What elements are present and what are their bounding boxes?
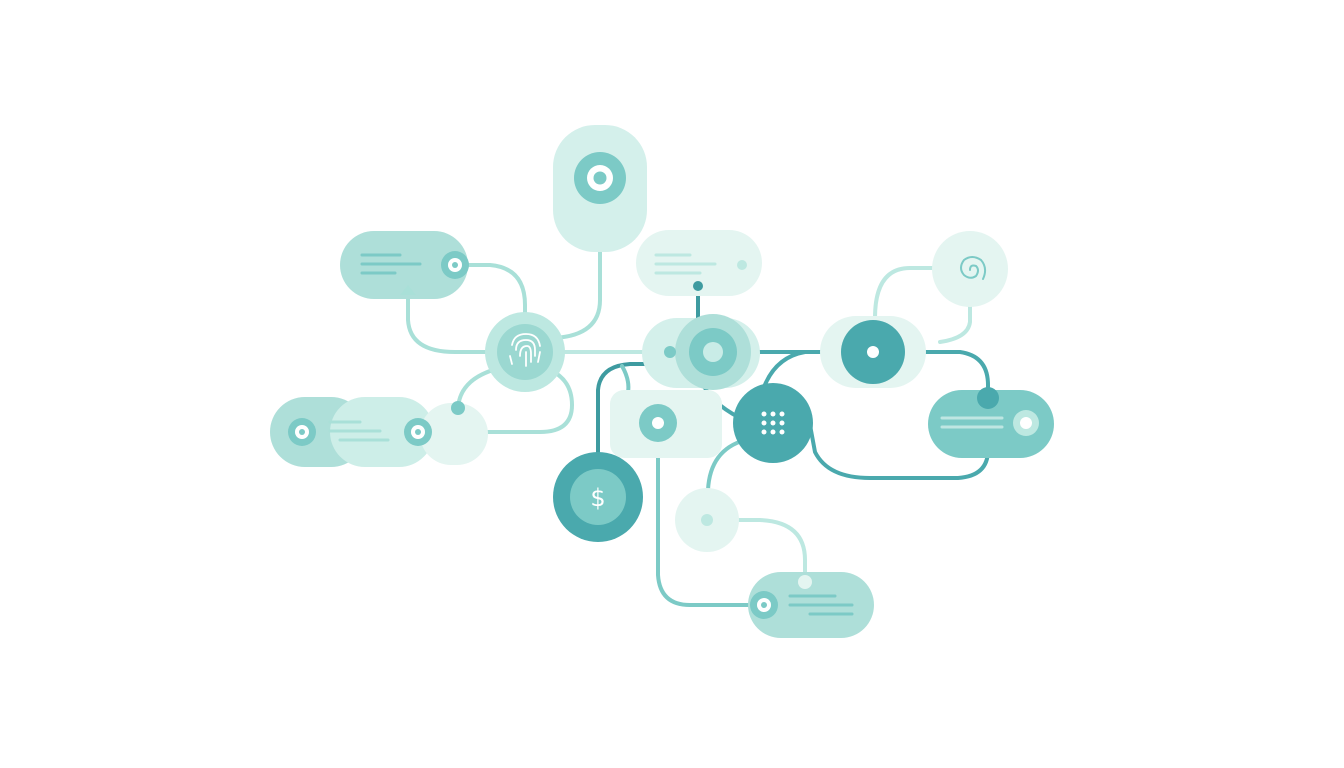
connector-hub-to-left-row bbox=[416, 368, 574, 434]
connector-arrow-loop bbox=[406, 290, 497, 354]
connector-top-node-to-hub bbox=[553, 176, 602, 340]
connector-dollar-bend bbox=[620, 364, 631, 394]
node-light-small bbox=[675, 488, 739, 552]
dollar-coin-icon: $ bbox=[590, 484, 605, 512]
spiral-icon bbox=[960, 256, 987, 280]
node-fingerprint-hub bbox=[485, 312, 565, 392]
node-right-target bbox=[820, 316, 926, 388]
node-keypad-grid bbox=[733, 383, 813, 463]
fingerprint-icon bbox=[509, 333, 541, 367]
connector-right-spiral bbox=[873, 266, 937, 320]
connector-light-bottom bbox=[705, 518, 807, 584]
node-center-target bbox=[642, 314, 760, 390]
connector-bottom-pill-vertical bbox=[656, 421, 762, 607]
arrow-up-icon bbox=[400, 285, 416, 295]
connector-left-pill-to-hub bbox=[453, 263, 527, 327]
node-dollar-coin: $ bbox=[553, 452, 643, 542]
node-middle-square bbox=[610, 390, 722, 458]
node-left-row bbox=[270, 397, 488, 467]
node-spiral bbox=[932, 231, 1008, 307]
connector-spiral-down bbox=[938, 300, 972, 344]
node-top-target bbox=[553, 125, 647, 252]
node-text-pill-right bbox=[928, 387, 1054, 458]
keypad-grid-icon bbox=[761, 411, 785, 435]
connector-grid-loop bbox=[808, 423, 990, 480]
node-text-pill-bottom bbox=[748, 572, 874, 638]
node-text-pill-top-left bbox=[340, 231, 469, 299]
node-text-pill-top-center bbox=[636, 230, 762, 296]
